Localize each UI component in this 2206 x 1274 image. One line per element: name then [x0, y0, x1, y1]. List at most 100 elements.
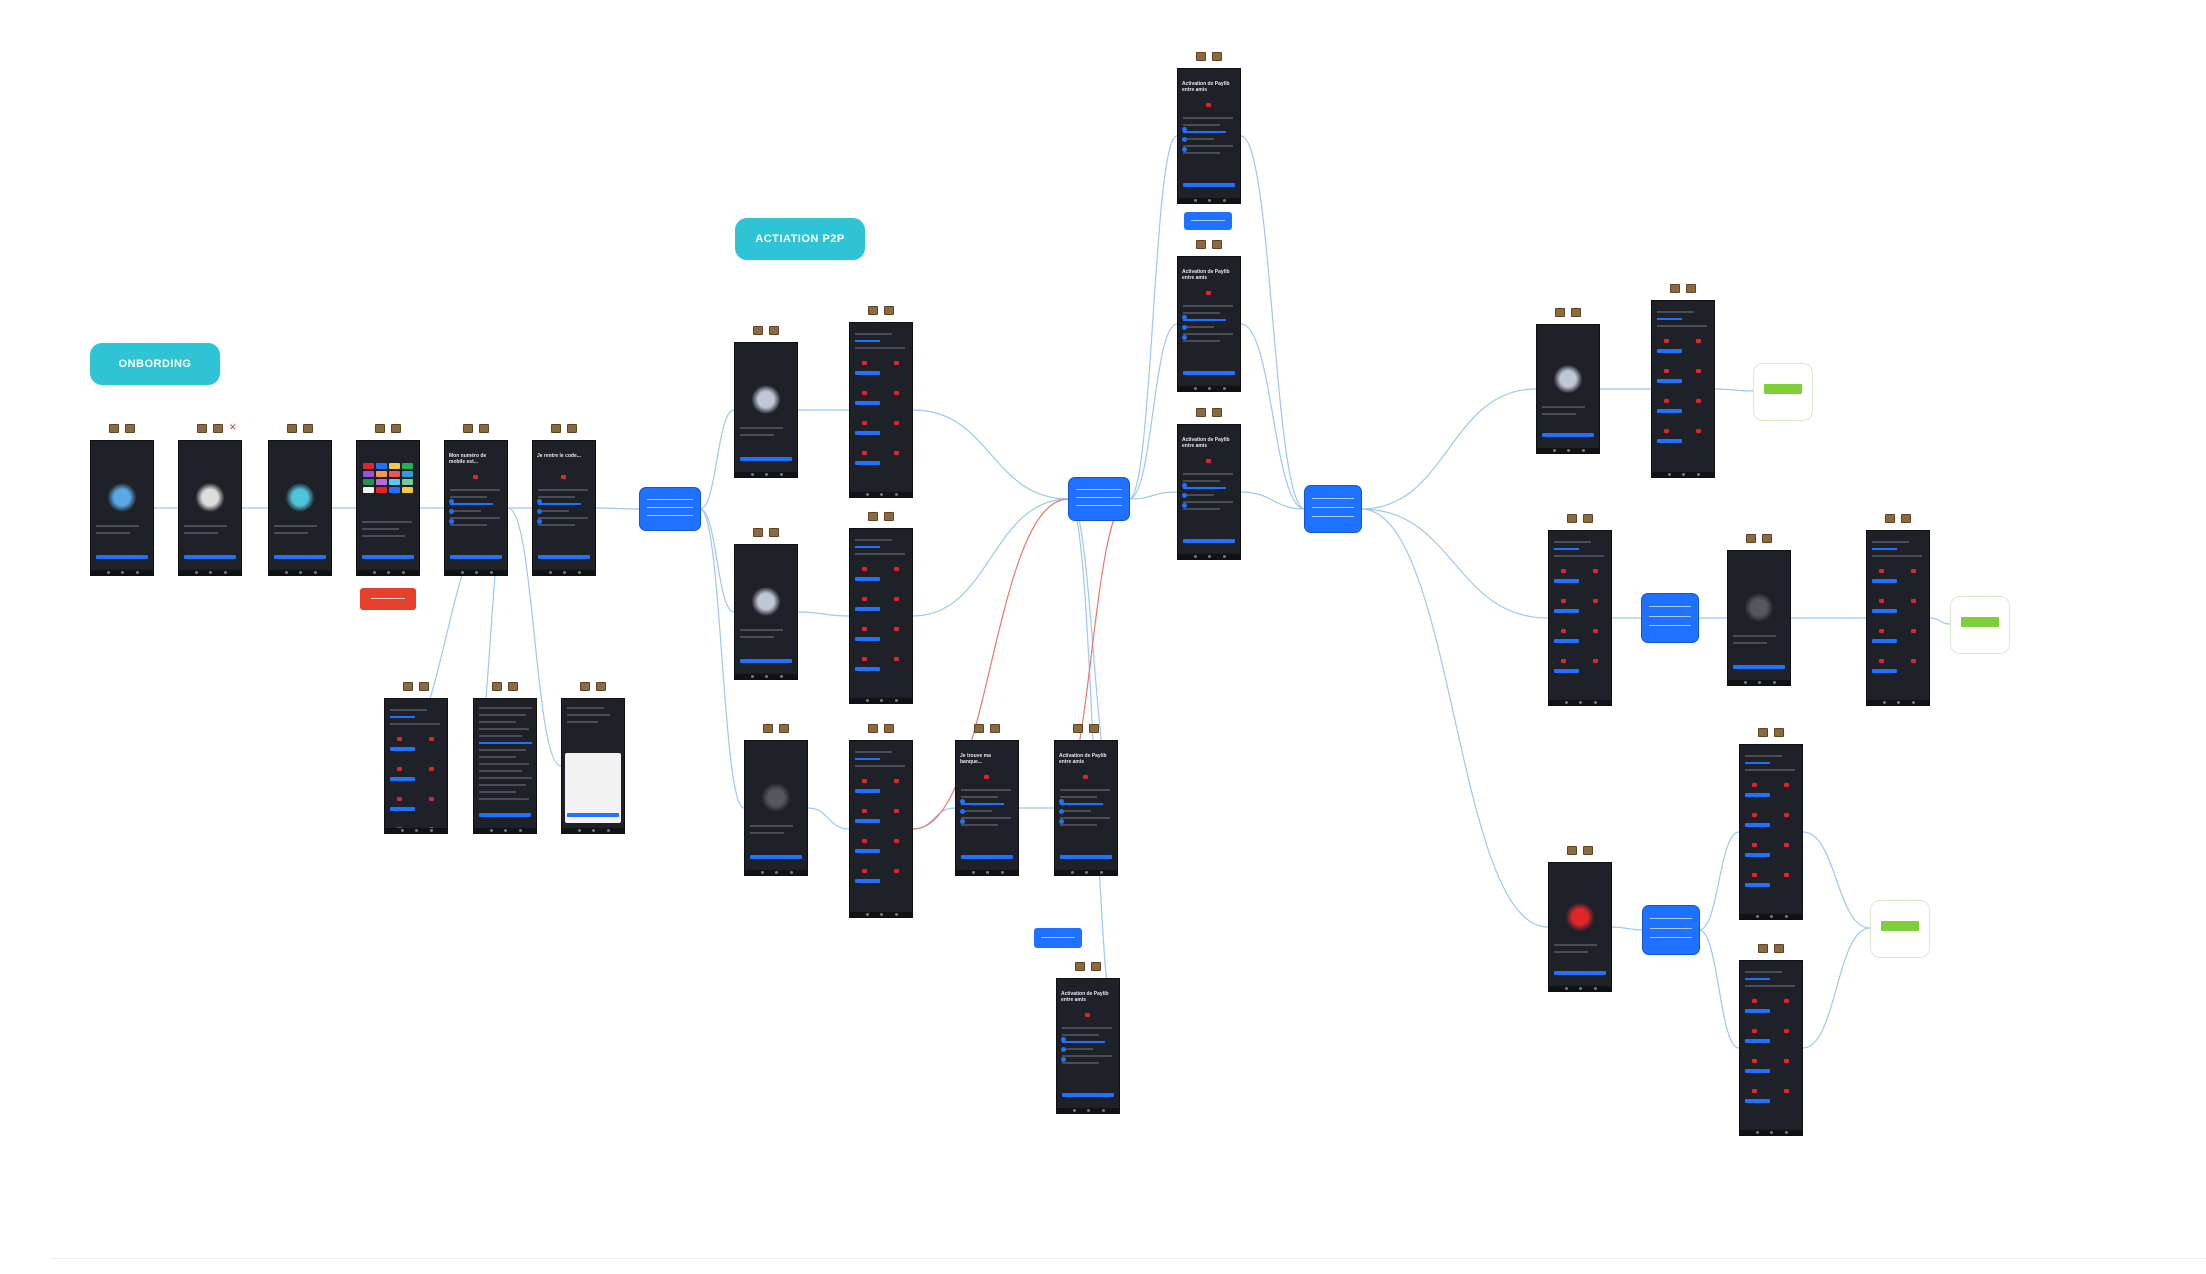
- nav-dot[interactable]: [1696, 473, 1700, 476]
- primary-action-button[interactable]: [478, 813, 532, 817]
- nav-dot[interactable]: [194, 571, 198, 574]
- phone-screen-s4[interactable]: [356, 440, 420, 576]
- nav-dot[interactable]: [774, 871, 778, 874]
- nav-dot[interactable]: [400, 829, 404, 832]
- list-item-button[interactable]: [389, 747, 415, 751]
- result-node-ok2[interactable]: [1950, 596, 2010, 654]
- primary-action-button[interactable]: [960, 855, 1014, 859]
- nav-dot[interactable]: [1084, 871, 1088, 874]
- phone-screen-r2[interactable]: [1651, 300, 1715, 478]
- list-item-button[interactable]: [1871, 579, 1897, 583]
- nav-dot[interactable]: [1581, 449, 1585, 452]
- nav-dot[interactable]: [386, 571, 390, 574]
- phone-screen-p5[interactable]: [744, 740, 808, 876]
- nav-dot[interactable]: [489, 829, 493, 832]
- primary-action-button[interactable]: [449, 555, 503, 559]
- nav-dot[interactable]: [894, 493, 898, 496]
- nav-dot[interactable]: [1207, 555, 1211, 558]
- nav-dot[interactable]: [1578, 701, 1582, 704]
- nav-dot[interactable]: [372, 571, 376, 574]
- list-item-button[interactable]: [1744, 1099, 1770, 1103]
- nav-dot[interactable]: [1593, 987, 1597, 990]
- list-item-button[interactable]: [854, 607, 880, 611]
- primary-action-button[interactable]: [739, 457, 793, 461]
- result-node-ok3[interactable]: [1870, 900, 1930, 958]
- nav-dot[interactable]: [577, 571, 581, 574]
- nav-dot[interactable]: [879, 699, 883, 702]
- primary-action-button[interactable]: [1541, 433, 1595, 437]
- list-item-button[interactable]: [1744, 1069, 1770, 1073]
- decision-node-d4[interactable]: [1642, 594, 1698, 642]
- phone-screen-s2[interactable]: [178, 440, 242, 576]
- nav-dot[interactable]: [971, 871, 975, 874]
- nav-dot[interactable]: [1882, 701, 1886, 704]
- list-item-button[interactable]: [854, 879, 880, 883]
- nav-dot[interactable]: [760, 871, 764, 874]
- nav-dot[interactable]: [414, 829, 418, 832]
- list-item-button[interactable]: [1553, 609, 1579, 613]
- nav-dot[interactable]: [1072, 1109, 1076, 1112]
- nav-dot[interactable]: [1769, 1131, 1773, 1134]
- nav-dot[interactable]: [985, 871, 989, 874]
- list-item-button[interactable]: [1871, 669, 1897, 673]
- nav-dot[interactable]: [1566, 449, 1570, 452]
- phone-screen-t3[interactable]: Activation de Paylib entre amis: [1177, 424, 1241, 560]
- list-item-button[interactable]: [854, 431, 880, 435]
- phone-screen-r3[interactable]: [1548, 530, 1612, 706]
- primary-action-button[interactable]: [566, 813, 620, 817]
- nav-dot[interactable]: [1772, 681, 1776, 684]
- list-item-button[interactable]: [1871, 609, 1897, 613]
- nav-dot[interactable]: [1101, 1109, 1105, 1112]
- primary-action-button[interactable]: [361, 555, 415, 559]
- nav-dot[interactable]: [474, 571, 478, 574]
- nav-dot[interactable]: [750, 675, 754, 678]
- nav-dot[interactable]: [1193, 555, 1197, 558]
- primary-action-button[interactable]: [739, 659, 793, 663]
- list-item-button[interactable]: [389, 807, 415, 811]
- list-item-button[interactable]: [1553, 639, 1579, 643]
- primary-action-button[interactable]: [537, 555, 591, 559]
- nav-dot[interactable]: [764, 675, 768, 678]
- error-tag-err1[interactable]: [360, 588, 416, 610]
- primary-action-button[interactable]: [273, 555, 327, 559]
- nav-dot[interactable]: [894, 699, 898, 702]
- nav-dot[interactable]: [1757, 681, 1761, 684]
- list-item-button[interactable]: [1744, 823, 1770, 827]
- nav-dot[interactable]: [1911, 701, 1915, 704]
- nav-dot[interactable]: [1207, 199, 1211, 202]
- primary-action-button[interactable]: [183, 555, 237, 559]
- phone-screen-s5[interactable]: Mon numéro de mobile est...: [444, 440, 508, 576]
- primary-action-button[interactable]: [1732, 665, 1786, 669]
- phone-screen-r8[interactable]: [1739, 960, 1803, 1136]
- nav-dot[interactable]: [106, 571, 110, 574]
- nav-dot[interactable]: [1578, 987, 1582, 990]
- nav-dot[interactable]: [879, 913, 883, 916]
- primary-action-button[interactable]: [1061, 1093, 1115, 1097]
- nav-dot[interactable]: [1784, 1131, 1788, 1134]
- list-item-button[interactable]: [1656, 439, 1682, 443]
- primary-action-button[interactable]: [1059, 855, 1113, 859]
- nav-dot[interactable]: [865, 699, 869, 702]
- nav-dot[interactable]: [1896, 701, 1900, 704]
- nav-dot[interactable]: [577, 829, 581, 832]
- nav-dot[interactable]: [401, 571, 405, 574]
- nav-dot[interactable]: [1743, 681, 1747, 684]
- phone-screen-p3[interactable]: [734, 544, 798, 680]
- nav-dot[interactable]: [503, 829, 507, 832]
- nav-dot[interactable]: [591, 829, 595, 832]
- phone-screen-p7[interactable]: Je trouve ma banque...: [955, 740, 1019, 876]
- primary-action-button[interactable]: [95, 555, 149, 559]
- section-label-onboarding[interactable]: ONBORDING: [90, 343, 220, 385]
- nav-dot[interactable]: [606, 829, 610, 832]
- nav-dot[interactable]: [1222, 199, 1226, 202]
- nav-dot[interactable]: [429, 829, 433, 832]
- nav-dot[interactable]: [1784, 915, 1788, 918]
- list-item-button[interactable]: [854, 789, 880, 793]
- phone-screen-r6[interactable]: [1548, 862, 1612, 992]
- nav-dot[interactable]: [865, 493, 869, 496]
- nav-dot[interactable]: [223, 571, 227, 574]
- decision-node-d3[interactable]: [1305, 486, 1361, 532]
- nav-dot[interactable]: [1755, 1131, 1759, 1134]
- list-item-button[interactable]: [1744, 1039, 1770, 1043]
- phone-screen-r7[interactable]: [1739, 744, 1803, 920]
